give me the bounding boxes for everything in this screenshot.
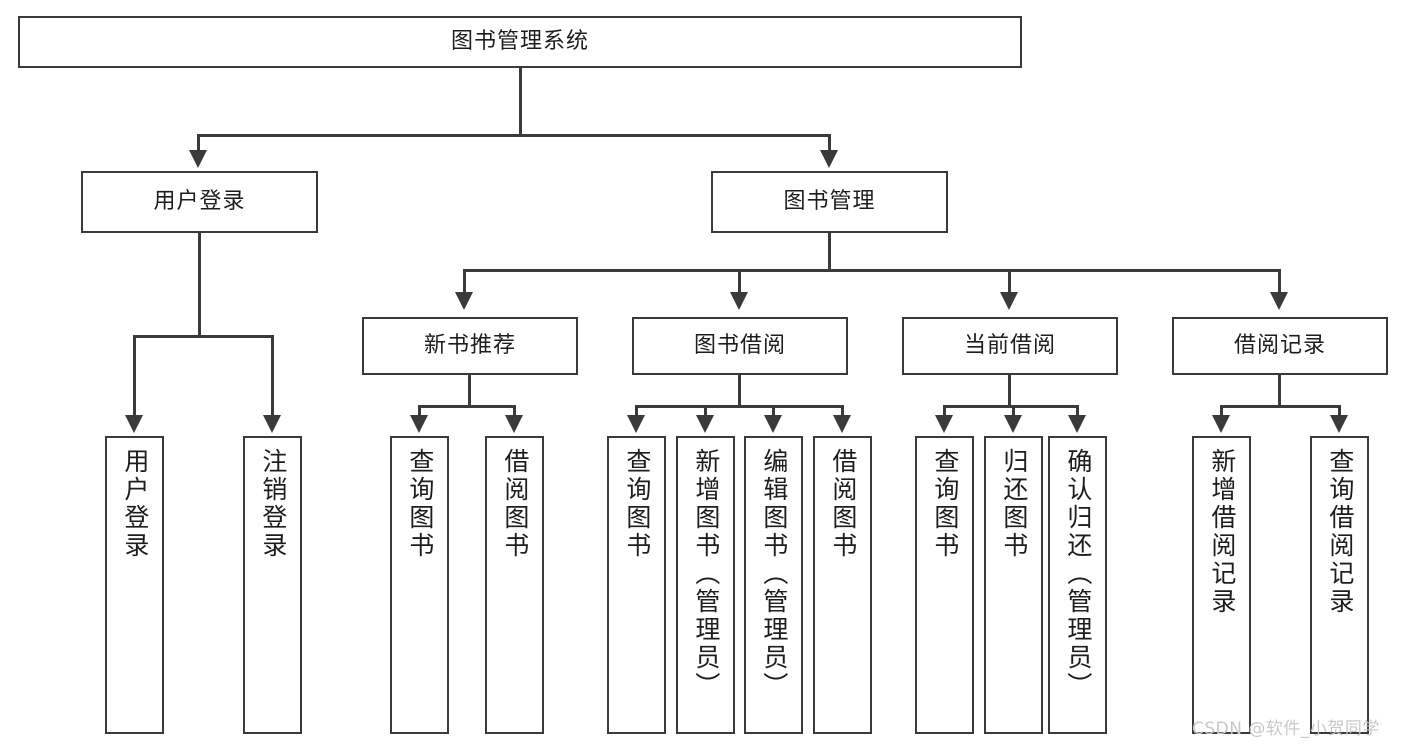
node-current-borrow-label: 当前借阅: [963, 332, 1056, 358]
edge-borrowrecord-trunk: [1278, 375, 1281, 407]
arrow-to-current-borrow: [1000, 292, 1018, 310]
node-book-management-label: 图书管理: [783, 188, 876, 214]
edge-userlogin-trunk: [198, 233, 201, 337]
edge-to-new-book: [463, 269, 466, 294]
arrow-leaf-nb-query: [410, 415, 428, 433]
edge-currentborrow-bar: [943, 405, 1078, 408]
arrow-leaf-bb-borrow: [833, 415, 851, 433]
arrow-leaf-nb-borrow: [505, 415, 523, 433]
edge-root-trunk: [519, 68, 522, 136]
node-current-borrow[interactable]: 当前借阅: [902, 317, 1118, 375]
edge-to-user-login: [197, 134, 200, 152]
leaf-bb-query-book-label: 查询图书: [622, 448, 652, 560]
arrow-to-new-book: [455, 292, 473, 310]
edge-to-current-borrow: [1008, 269, 1011, 294]
arrow-leaf-bb-query: [627, 415, 645, 433]
edge-root-bar: [197, 134, 831, 137]
leaf-nb-query-book[interactable]: 查询图书: [390, 436, 449, 734]
leaf-nb-borrow-book-label: 借阅图书: [500, 448, 530, 560]
leaf-br-add-record-label: 新增借阅记录: [1207, 448, 1237, 616]
edge-bookmgmt-bar: [463, 269, 1280, 272]
edge-to-book-mgmt: [828, 134, 831, 152]
leaf-cb-confirm-return-admin-label: 确认归还（管理员）: [1063, 448, 1093, 700]
leaf-bb-borrow-book-label: 借阅图书: [828, 448, 858, 560]
leaf-br-add-record[interactable]: 新增借阅记录: [1192, 436, 1251, 734]
arrow-leaf-logout: [263, 415, 281, 433]
arrow-leaf-bb-add: [696, 415, 714, 433]
leaf-user-login-label: 用户登录: [120, 448, 150, 560]
edge-leaf-bb-query: [635, 405, 638, 417]
leaf-cb-query-book[interactable]: 查询图书: [915, 436, 974, 734]
leaf-cb-query-book-label: 查询图书: [930, 448, 960, 560]
edge-leaf-cb-confirm: [1076, 405, 1079, 417]
edge-leaf-nb-borrow: [513, 405, 516, 417]
leaf-bb-edit-book-admin-label: 编辑图书（管理员）: [759, 448, 789, 700]
edge-to-borrow-book: [738, 269, 741, 294]
edge-leaf-nb-query: [418, 405, 421, 417]
node-book-borrow-label: 图书借阅: [693, 332, 786, 358]
node-new-book-recommend[interactable]: 新书推荐: [362, 317, 578, 375]
leaf-user-login[interactable]: 用户登录: [105, 436, 164, 734]
edge-newbook-trunk: [468, 375, 471, 407]
node-user-login[interactable]: 用户登录: [81, 171, 318, 233]
arrow-leaf-br-query: [1330, 415, 1348, 433]
node-new-book-recommend-label: 新书推荐: [423, 332, 516, 358]
leaf-bb-add-book-admin[interactable]: 新增图书（管理员）: [676, 436, 735, 734]
node-book-borrow[interactable]: 图书借阅: [632, 317, 848, 375]
leaf-bb-add-book-admin-label: 新增图书（管理员）: [691, 448, 721, 700]
leaf-bb-borrow-book[interactable]: 借阅图书: [813, 436, 872, 734]
edge-leaf-cb-query: [943, 405, 946, 417]
leaf-cb-confirm-return-admin[interactable]: 确认归还（管理员）: [1048, 436, 1107, 734]
arrow-to-borrow-record: [1270, 292, 1288, 310]
leaf-br-query-record-label: 查询借阅记录: [1325, 448, 1355, 616]
leaf-br-query-record[interactable]: 查询借阅记录: [1310, 436, 1369, 734]
arrow-to-book-mgmt: [820, 150, 838, 168]
leaf-bb-query-book[interactable]: 查询图书: [607, 436, 666, 734]
edge-leaf-br-query: [1338, 405, 1341, 417]
node-borrow-record[interactable]: 借阅记录: [1172, 317, 1388, 375]
edge-bookmgmt-trunk: [828, 233, 831, 271]
leaf-logout[interactable]: 注销登录: [243, 436, 302, 734]
watermark-text: CSDN @软件_小贺同学: [1192, 719, 1380, 739]
leaf-bb-edit-book-admin[interactable]: 编辑图书（管理员）: [744, 436, 803, 734]
arrow-to-borrow-book: [730, 292, 748, 310]
arrow-leaf-cb-confirm: [1068, 415, 1086, 433]
edge-bookborrow-bar: [635, 405, 844, 408]
edge-newbook-bar: [418, 405, 516, 408]
arrow-leaf-cb-return: [1004, 415, 1022, 433]
leaf-cb-return-book-label: 归还图书: [999, 448, 1029, 560]
edge-leaf-bb-borrow: [841, 405, 844, 417]
arrow-to-user-login: [189, 150, 207, 168]
edge-leaf-bb-edit: [772, 405, 775, 417]
node-borrow-record-label: 借阅记录: [1233, 332, 1326, 358]
node-user-login-label: 用户登录: [153, 188, 246, 214]
arrow-leaf-user-login: [125, 415, 143, 433]
leaf-logout-label: 注销登录: [258, 448, 288, 560]
edge-borrowrecord-bar: [1220, 405, 1340, 408]
arrow-leaf-bb-edit: [764, 415, 782, 433]
edge-leaf-logout: [271, 335, 274, 417]
edge-leaf-bb-add: [704, 405, 707, 417]
edge-leaf-cb-return: [1012, 405, 1015, 417]
edge-leaf-br-add: [1220, 405, 1223, 417]
edge-leaf-user-login: [133, 335, 136, 417]
node-root-label: 图书管理系统: [450, 28, 589, 54]
arrow-leaf-br-add: [1212, 415, 1230, 433]
node-book-management[interactable]: 图书管理: [711, 171, 948, 233]
edge-bookborrow-trunk: [738, 375, 741, 407]
edge-currentborrow-trunk: [1008, 375, 1011, 407]
node-root-book-management-system[interactable]: 图书管理系统: [18, 16, 1022, 68]
arrow-leaf-cb-query: [935, 415, 953, 433]
leaf-cb-return-book[interactable]: 归还图书: [984, 436, 1043, 734]
leaf-nb-query-book-label: 查询图书: [405, 448, 435, 560]
edge-userlogin-bar: [133, 335, 273, 338]
leaf-nb-borrow-book[interactable]: 借阅图书: [485, 436, 544, 734]
edge-to-borrow-record: [1278, 269, 1281, 294]
